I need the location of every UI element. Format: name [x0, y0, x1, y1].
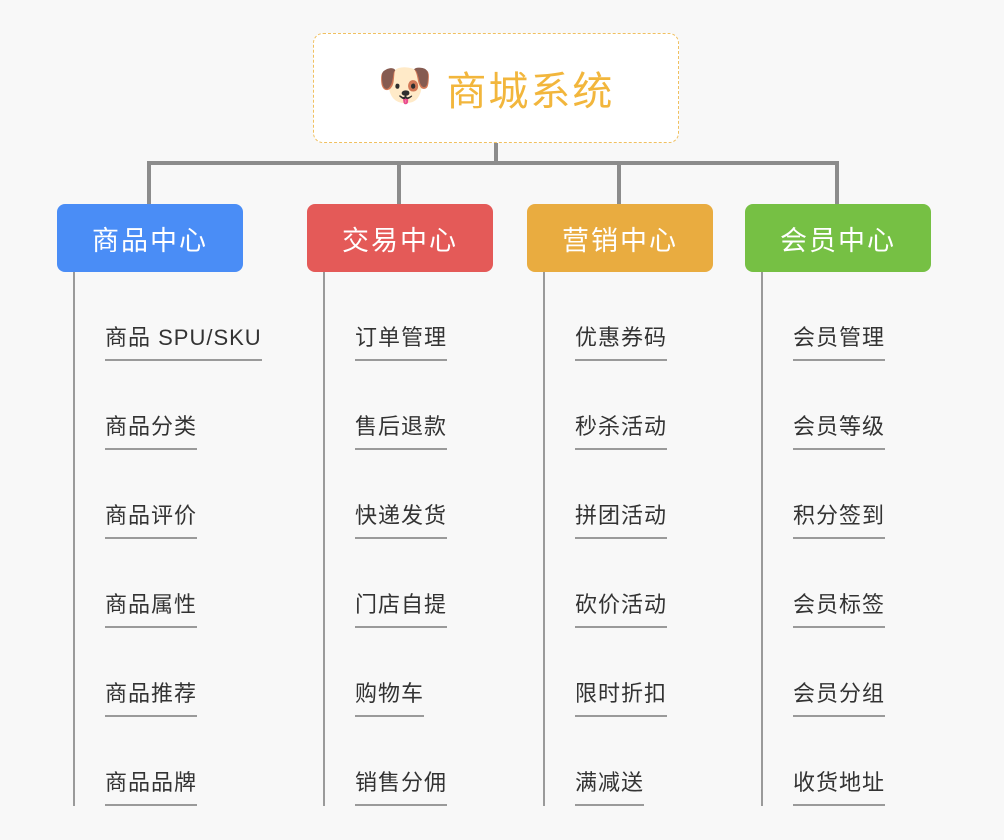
leaf-item-label: 购物车	[355, 676, 425, 717]
leaf-item[interactable]: 商品 SPU/SKU	[73, 272, 262, 361]
leaf-item-label: 秒杀活动	[575, 409, 668, 450]
leaf-item[interactable]: 收货地址	[761, 717, 931, 806]
leaf-item[interactable]: 商品分类	[73, 361, 243, 450]
column-trade-center: 交易中心订单管理售后退款快递发货门店自提购物车销售分佣	[307, 204, 493, 806]
shiba-dog-face-icon: 🐶	[377, 61, 433, 110]
leaf-item-label: 商品推荐	[105, 676, 198, 717]
leaf-item-label: 拼团活动	[575, 498, 668, 539]
leaf-item-label: 快递发货	[355, 498, 448, 539]
leaf-item-label: 会员管理	[793, 320, 886, 361]
leaf-item[interactable]: 快递发货	[323, 450, 493, 539]
leaf-item[interactable]: 限时折扣	[543, 628, 713, 717]
leaf-list-trade-center: 订单管理售后退款快递发货门店自提购物车销售分佣	[323, 272, 493, 806]
category-label-trade-center: 交易中心	[342, 225, 458, 256]
leaf-item[interactable]: 砍价活动	[543, 539, 713, 628]
leaf-item-label: 限时折扣	[575, 676, 668, 717]
leaf-item-label: 满减送	[575, 765, 645, 806]
leaf-item-label: 商品 SPU/SKU	[105, 320, 262, 361]
root-node-title: 商城系统	[446, 70, 615, 114]
leaf-list-marketing-center: 优惠券码秒杀活动拼团活动砍价活动限时折扣满减送	[543, 272, 713, 806]
category-label-marketing-center: 营销中心	[562, 225, 678, 256]
category-box-member-center[interactable]: 会员中心	[745, 204, 931, 272]
connector-stem-product-center	[147, 161, 151, 204]
leaf-item-label: 商品评价	[105, 498, 198, 539]
leaf-item[interactable]: 订单管理	[323, 272, 493, 361]
category-box-trade-center[interactable]: 交易中心	[307, 204, 493, 272]
leaf-item[interactable]: 会员管理	[761, 272, 931, 361]
leaf-item[interactable]: 售后退款	[323, 361, 493, 450]
connector-stem-trade-center	[397, 161, 401, 204]
leaf-item[interactable]: 销售分佣	[323, 717, 493, 806]
root-node-mall-system[interactable]: 🐶 商城系统	[313, 33, 679, 143]
leaf-item-label: 门店自提	[355, 587, 448, 628]
leaf-item[interactable]: 购物车	[323, 628, 493, 717]
leaf-item[interactable]: 优惠券码	[543, 272, 713, 361]
leaf-item-label: 订单管理	[355, 320, 448, 361]
column-marketing-center: 营销中心优惠券码秒杀活动拼团活动砍价活动限时折扣满减送	[527, 204, 713, 806]
leaf-item[interactable]: 会员分组	[761, 628, 931, 717]
leaf-item[interactable]: 商品评价	[73, 450, 243, 539]
leaf-item-label: 售后退款	[355, 409, 448, 450]
leaf-item[interactable]: 门店自提	[323, 539, 493, 628]
category-label-product-center: 商品中心	[92, 225, 208, 256]
leaf-list-member-center: 会员管理会员等级积分签到会员标签会员分组收货地址	[761, 272, 931, 806]
connector-horizontal-bus	[149, 161, 839, 165]
leaf-item-label: 会员标签	[793, 587, 886, 628]
leaf-item-label: 商品分类	[105, 409, 198, 450]
leaf-item-label: 商品品牌	[105, 765, 198, 806]
leaf-item-label: 销售分佣	[355, 765, 448, 806]
leaf-item[interactable]: 商品品牌	[73, 717, 243, 806]
leaf-item-label: 商品属性	[105, 587, 198, 628]
leaf-item-label: 优惠券码	[575, 320, 668, 361]
connector-stem-marketing-center	[617, 161, 621, 204]
connector-stem-member-center	[835, 161, 839, 204]
leaf-list-product-center: 商品 SPU/SKU 商品分类商品评价商品属性商品推荐商品品牌	[73, 272, 262, 806]
category-label-member-center: 会员中心	[780, 225, 896, 256]
leaf-item[interactable]: 积分签到	[761, 450, 931, 539]
leaf-item[interactable]: 会员等级	[761, 361, 931, 450]
leaf-item-label: 会员分组	[793, 676, 886, 717]
leaf-item[interactable]: 商品属性	[73, 539, 243, 628]
leaf-item[interactable]: 满减送	[543, 717, 713, 806]
leaf-item[interactable]: 拼团活动	[543, 450, 713, 539]
leaf-item[interactable]: 商品推荐	[73, 628, 243, 717]
leaf-item[interactable]: 秒杀活动	[543, 361, 713, 450]
leaf-item-label: 会员等级	[793, 409, 886, 450]
column-product-center: 商品中心商品 SPU/SKU 商品分类商品评价商品属性商品推荐商品品牌	[57, 204, 262, 806]
connector-root-stem	[494, 143, 498, 165]
leaf-item-label: 砍价活动	[575, 587, 668, 628]
leaf-item-label: 收货地址	[793, 765, 886, 806]
category-box-product-center[interactable]: 商品中心	[57, 204, 243, 272]
column-member-center: 会员中心会员管理会员等级积分签到会员标签会员分组收货地址	[745, 204, 931, 806]
category-box-marketing-center[interactable]: 营销中心	[527, 204, 713, 272]
leaf-item-label: 积分签到	[793, 498, 886, 539]
leaf-item[interactable]: 会员标签	[761, 539, 931, 628]
